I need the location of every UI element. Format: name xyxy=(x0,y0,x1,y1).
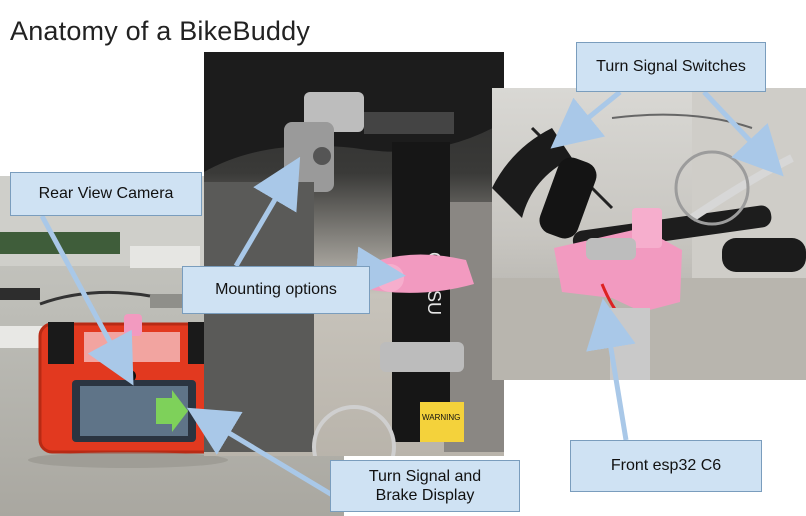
callout-front-esp32: Front esp32 C6 xyxy=(570,440,762,492)
photo-handlebar xyxy=(492,88,806,380)
callout-label-line1: Turn Signal and xyxy=(368,467,482,485)
callout-rear-view-camera: Rear View Camera xyxy=(10,172,202,216)
callout-label: Turn Signal Switches xyxy=(596,58,746,76)
photo-seatpost: CANSU WARNING xyxy=(204,52,504,456)
callout-turn-signal-brake-display: Turn Signal and Brake Display xyxy=(330,460,520,512)
callout-label: Mounting options xyxy=(215,281,337,299)
callout-label: Front esp32 C6 xyxy=(610,457,722,475)
callout-label-line2: Brake Display xyxy=(375,487,475,504)
callout-mounting-options: Mounting options xyxy=(182,266,370,314)
page-title: Anatomy of a BikeBuddy xyxy=(10,16,311,46)
callout-turn-signal-switches: Turn Signal Switches xyxy=(576,42,766,92)
turn-arrow-icon xyxy=(156,390,188,432)
warning-sticker-text: WARNING xyxy=(422,413,460,422)
callout-label: Rear View Camera xyxy=(38,185,174,203)
